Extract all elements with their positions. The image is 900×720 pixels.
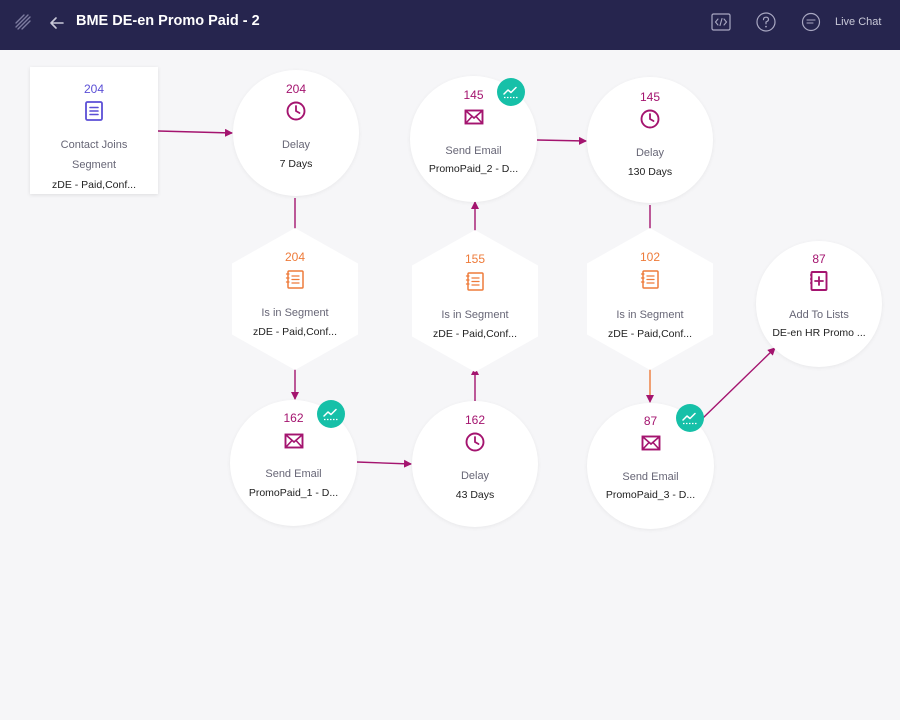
add-to-list-icon	[810, 271, 828, 291]
delay-node-2[interactable]: 162 Delay 43 Days	[412, 401, 538, 527]
edge-trigger-to-delay-1	[157, 128, 233, 137]
segment-2-label: Is in Segment	[441, 309, 509, 321]
delay-1-count: 204	[285, 82, 307, 96]
email-3-label: Send Email	[622, 471, 679, 483]
envelope-icon	[284, 433, 303, 449]
stats-chart-icon	[682, 412, 697, 425]
delay-2-label: Delay	[460, 470, 490, 482]
delay-3-count: 145	[639, 90, 661, 104]
list-document-icon	[85, 101, 103, 121]
email-3-detail: PromoPaid_3 - D...	[605, 489, 696, 501]
trigger-label-line2: Segment	[71, 159, 117, 171]
add-to-lists-detail: DE-en HR Promo ...	[772, 327, 866, 339]
email-2-label: Send Email	[445, 145, 502, 157]
email-3-stats-badge[interactable]	[676, 404, 704, 432]
help-icon[interactable]	[755, 11, 777, 33]
trigger-label-line1: Contact Joins	[60, 139, 128, 151]
add-to-lists-label: Add To Lists	[789, 309, 849, 321]
email-1-count: 162	[283, 411, 304, 425]
clock-icon	[286, 101, 306, 121]
trigger-detail: zDE - Paid,Conf...	[51, 179, 137, 191]
clock-icon	[465, 432, 485, 452]
live-chat-link[interactable]: Live Chat	[835, 16, 882, 28]
stats-chart-icon	[323, 408, 338, 421]
delay-3-label: Delay	[635, 147, 665, 159]
email-1-label: Send Email	[265, 468, 322, 480]
email-2-stats-badge[interactable]	[497, 78, 525, 106]
segment-2-detail: zDE - Paid,Conf...	[432, 328, 518, 340]
delay-3-detail: 130 Days	[627, 166, 673, 178]
segment-3-detail: zDE - Paid,Conf...	[607, 328, 693, 340]
add-to-lists-count: 87	[812, 252, 826, 266]
email-3-count: 87	[643, 414, 658, 428]
delay-2-count: 162	[464, 413, 486, 427]
segment-1-count: 204	[284, 250, 306, 264]
segment-list-icon	[285, 270, 304, 289]
delay-2-detail: 43 Days	[455, 489, 495, 501]
chat-icon[interactable]	[800, 11, 822, 33]
segment-list-icon	[640, 270, 659, 289]
segment-list-icon	[465, 272, 484, 291]
segment-1-detail: zDE - Paid,Conf...	[252, 326, 338, 338]
trigger-count: 204	[83, 82, 105, 96]
back-arrow-icon[interactable]	[46, 12, 68, 34]
delay-node-1[interactable]: 204 Delay 7 Days	[233, 70, 359, 196]
segment-3-label: Is in Segment	[616, 309, 684, 321]
email-2-detail: PromoPaid_2 - D...	[428, 163, 519, 175]
envelope-icon	[641, 435, 660, 451]
clock-icon	[640, 109, 660, 129]
add-to-lists-node[interactable]: 87 Add To Lists DE-en HR Promo ...	[756, 241, 882, 367]
delay-1-detail: 7 Days	[279, 158, 313, 170]
segment-2-count: 155	[464, 252, 486, 266]
delay-node-3[interactable]: 145 Delay 130 Days	[587, 77, 713, 203]
segment-3-count: 102	[639, 250, 661, 264]
top-bar: BME DE-en Promo Paid - 2 Live Chat	[0, 0, 900, 50]
email-1-detail: PromoPaid_1 - D...	[248, 487, 339, 499]
page-title: BME DE-en Promo Paid - 2	[76, 13, 260, 29]
code-view-icon[interactable]	[710, 11, 732, 33]
edge-email-2-to-delay-3	[536, 136, 587, 145]
edge-email-1-to-delay-2	[356, 459, 412, 468]
envelope-icon	[464, 109, 483, 125]
trigger-node-contact-joins-segment[interactable]: 204 Contact Joins Segment zDE - Paid,Con…	[30, 67, 158, 194]
edge-email-3-to-add-to-lists	[702, 347, 776, 419]
stats-chart-icon	[503, 86, 518, 99]
delay-1-label: Delay	[281, 139, 311, 151]
email-1-stats-badge[interactable]	[317, 400, 345, 428]
email-2-count: 145	[463, 88, 484, 102]
segment-1-label: Is in Segment	[261, 307, 329, 319]
app-logo-icon	[15, 14, 31, 30]
